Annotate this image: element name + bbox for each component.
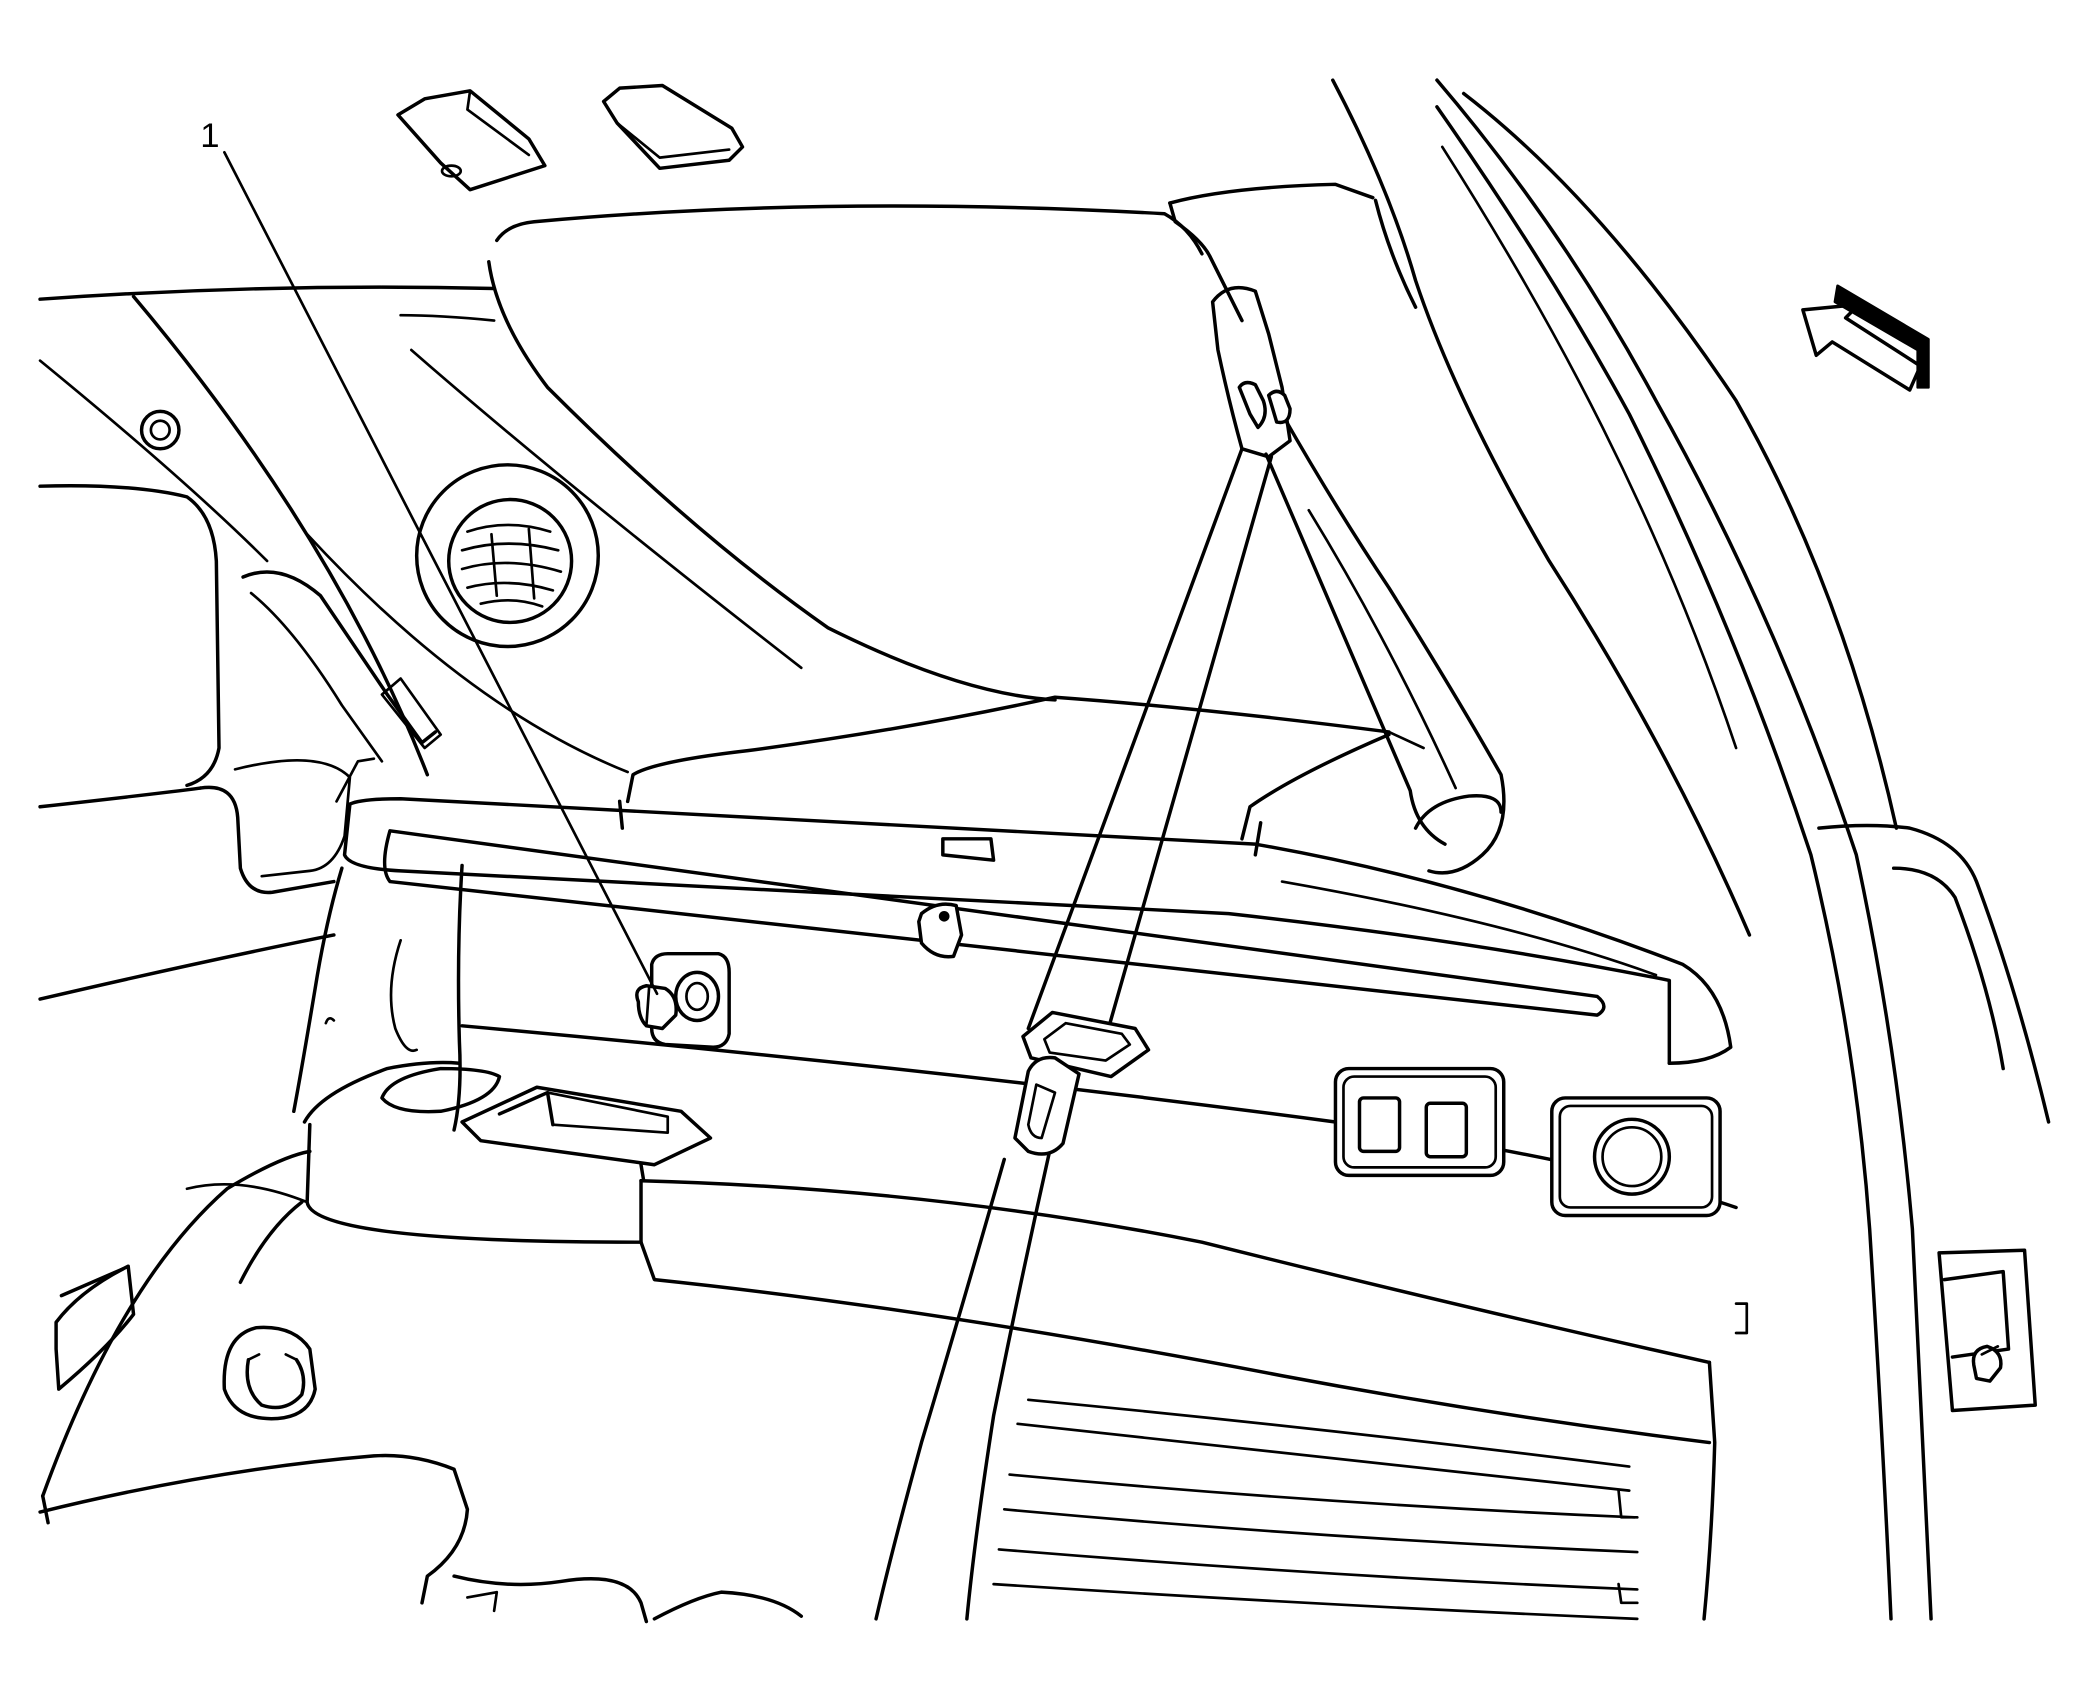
liftgate-striker xyxy=(1937,1248,2037,1413)
power-outlet-bezel xyxy=(1550,1096,1722,1218)
seat-belt-webbing xyxy=(874,285,1292,1621)
trim-mark xyxy=(1734,1302,1749,1335)
quarter-trim-panel xyxy=(305,204,1204,774)
lower-vent-grille xyxy=(992,1398,1639,1621)
seat-belt-latch-plate xyxy=(1013,1010,1151,1156)
headliner-edge xyxy=(38,285,496,777)
roof-pad-left xyxy=(396,89,547,192)
speaker-grille xyxy=(414,463,601,649)
d-pillar-trim xyxy=(1168,78,2051,1621)
cargo-tie-down-hook xyxy=(222,1325,317,1421)
callout-1-leader-line xyxy=(223,150,659,996)
roof-pad-right xyxy=(601,83,745,171)
callout-1-label: 1 xyxy=(200,117,219,155)
lower-quarter-panel xyxy=(185,863,1738,1621)
package-shelf-rail xyxy=(342,797,1733,1065)
left-lower-trim xyxy=(38,1149,804,1624)
switch-bezel xyxy=(1333,1066,1506,1178)
headliner-fastener xyxy=(139,409,181,451)
forward-arrow-icon xyxy=(1801,284,1930,392)
callout-1: 1 xyxy=(200,117,659,996)
seat-belt-anchor-bolt xyxy=(635,951,731,1049)
left-side-trim xyxy=(38,484,443,1001)
rear-seat-back xyxy=(617,695,1425,857)
cargo-tray xyxy=(380,1066,713,1183)
